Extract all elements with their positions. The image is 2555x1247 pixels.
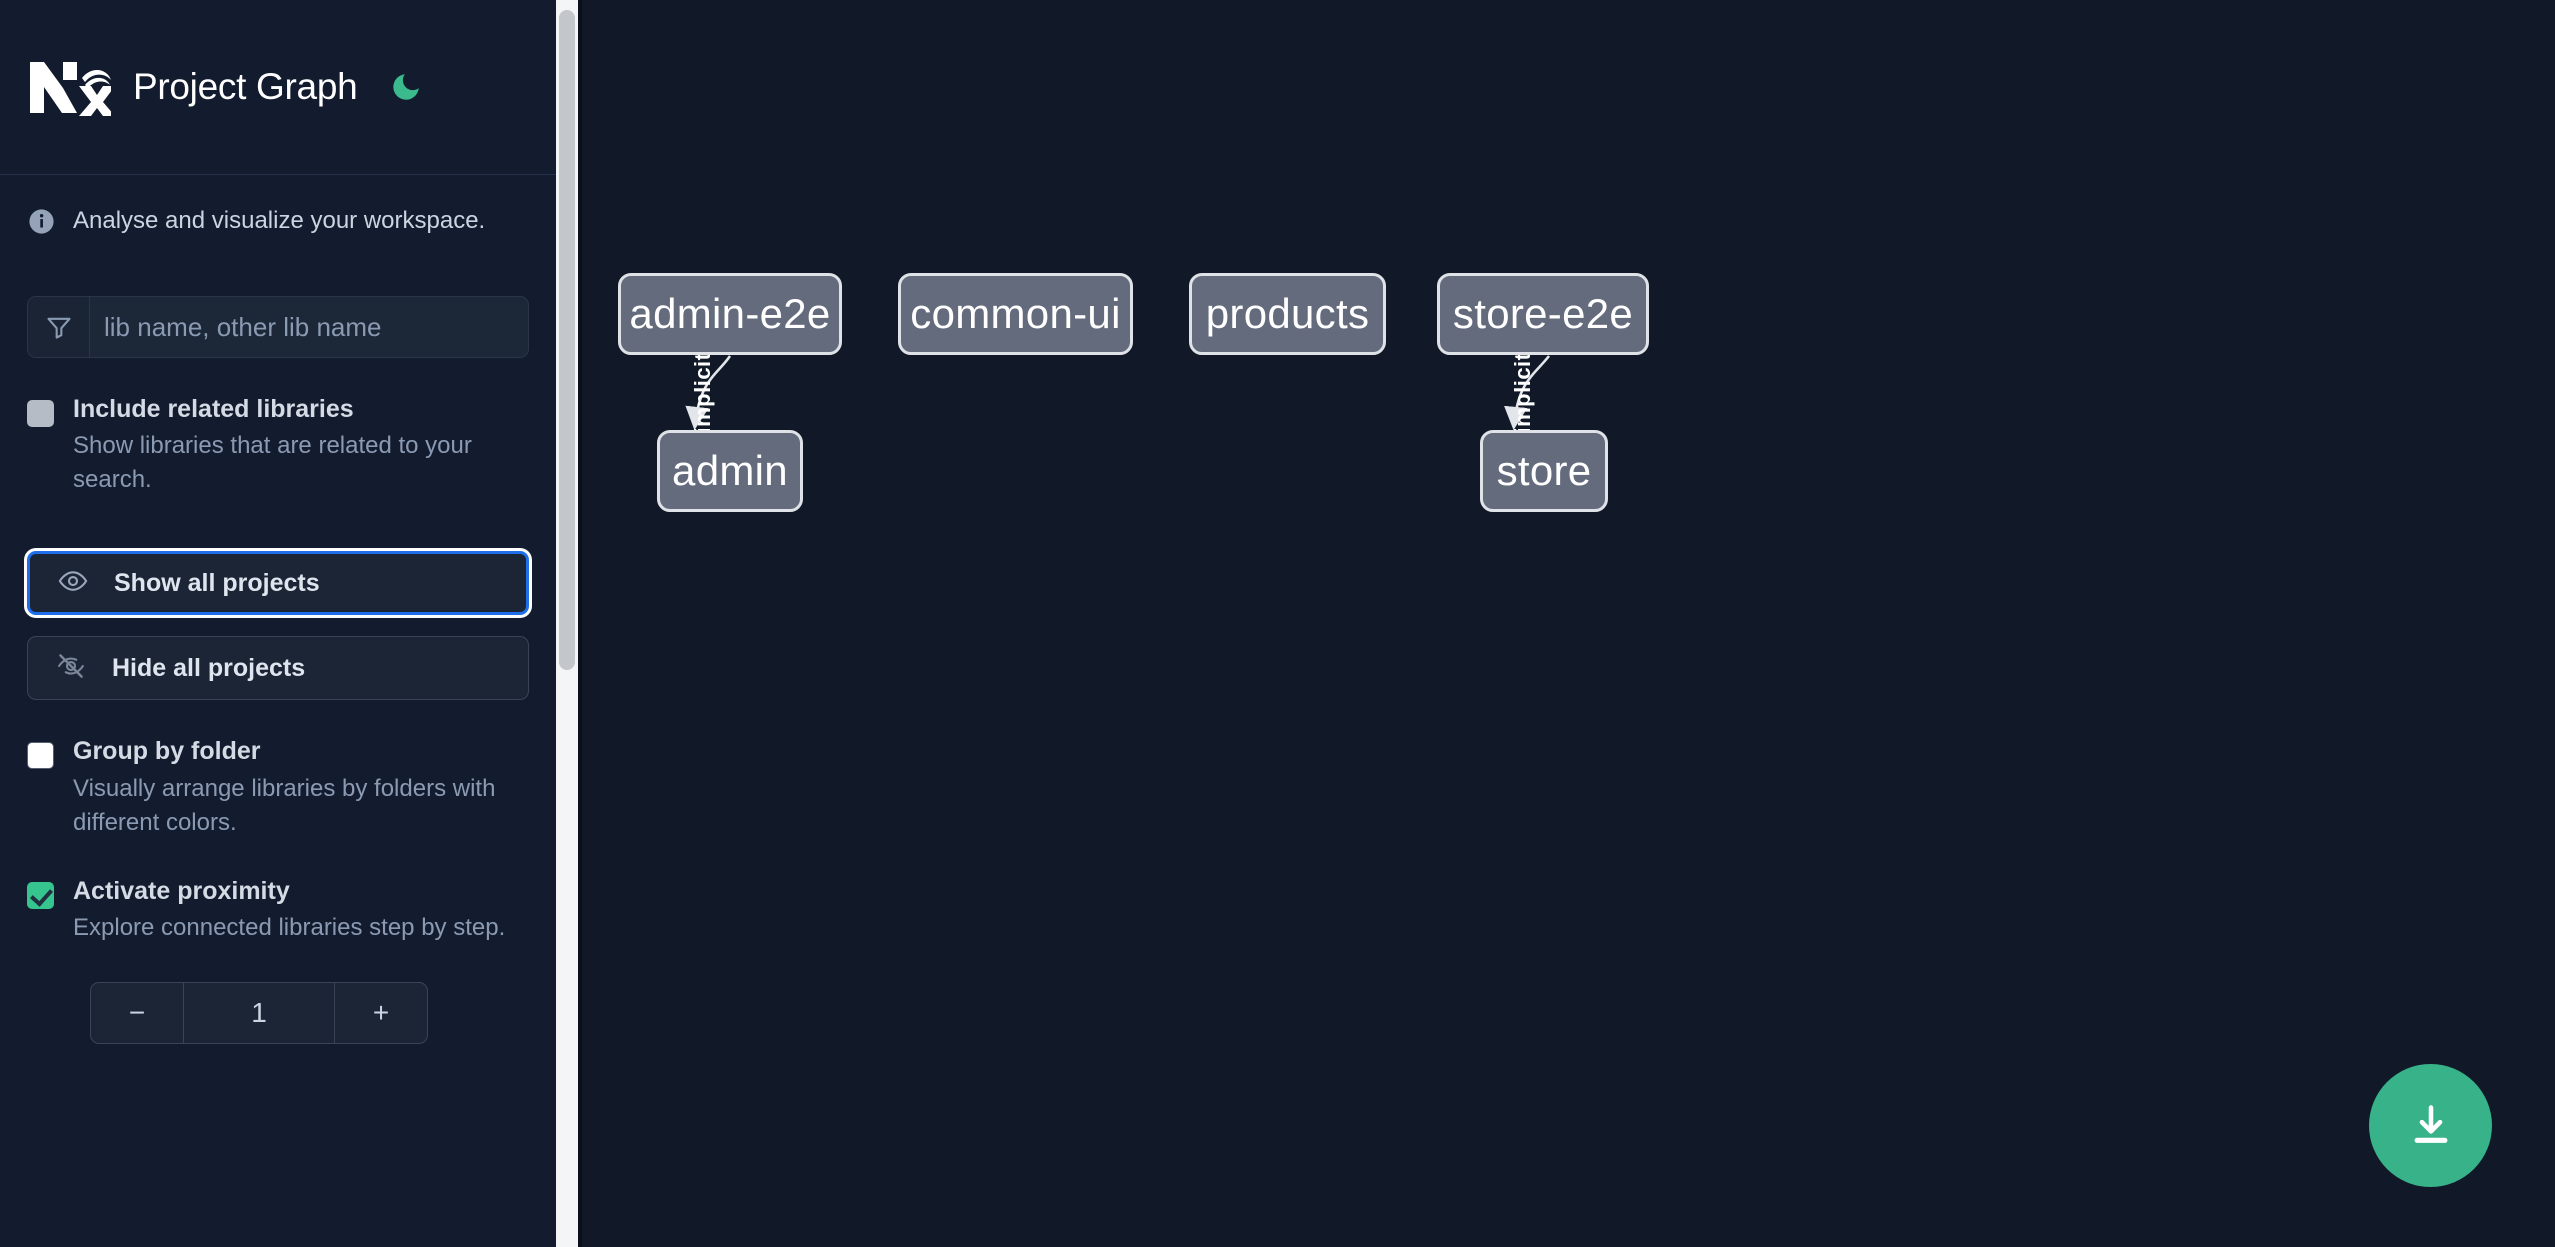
eye-off-icon bbox=[56, 651, 86, 686]
activate-proximity-desc: Explore connected libraries step by step… bbox=[73, 914, 506, 942]
graph-node-admin-e2e[interactable]: admin-e2e bbox=[618, 273, 842, 355]
activate-proximity-checkbox[interactable] bbox=[27, 881, 54, 909]
sidebar-body: Analyse and visualize your workspace. In… bbox=[0, 175, 556, 1045]
include-related-libraries-desc: Show libraries that are related to your … bbox=[73, 432, 472, 494]
include-related-libraries-checkbox[interactable] bbox=[27, 400, 54, 427]
graph-node-products[interactable]: products bbox=[1189, 273, 1386, 355]
eye-icon bbox=[58, 566, 88, 601]
activate-proximity-label: Activate proximity bbox=[73, 876, 290, 905]
graph-node-store[interactable]: store bbox=[1480, 430, 1608, 512]
edge-label-store-implicit: implicit bbox=[1510, 352, 1535, 434]
graph-node-admin[interactable]: admin bbox=[657, 430, 803, 512]
workspace-info: Analyse and visualize your workspace. bbox=[27, 175, 529, 267]
graph-canvas[interactable]: implicit implicit admin-e2e common-ui pr… bbox=[582, 0, 2555, 1247]
option-include-related-libraries[interactable]: Include related libraries Show libraries… bbox=[27, 394, 529, 497]
group-by-folder-desc: Visually arrange libraries by folders wi… bbox=[73, 774, 496, 836]
group-by-folder-label: Group by folder bbox=[73, 737, 261, 766]
download-graph-button[interactable] bbox=[2369, 1064, 2492, 1187]
sidebar-header: Project Graph bbox=[0, 0, 556, 175]
show-all-projects-label: Show all projects bbox=[114, 568, 320, 597]
graph-node-common-ui[interactable]: common-ui bbox=[898, 273, 1133, 355]
workspace-info-text: Analyse and visualize your workspace. bbox=[73, 207, 486, 234]
sidebar-divider bbox=[578, 0, 582, 1247]
option-group-by-folder[interactable]: Group by folder Visually arrange librari… bbox=[27, 736, 529, 839]
graph-node-store-e2e[interactable]: store-e2e bbox=[1437, 273, 1649, 355]
group-by-folder-checkbox[interactable] bbox=[27, 742, 54, 770]
proximity-stepper[interactable]: − 1 + bbox=[90, 982, 428, 1045]
filter-icon bbox=[28, 297, 90, 357]
search-box[interactable] bbox=[27, 296, 529, 358]
sidebar: Project Graph Analyse and visualize your… bbox=[0, 0, 556, 1247]
search-input[interactable] bbox=[90, 297, 528, 357]
page-title: Project Graph bbox=[133, 66, 358, 107]
sidebar-scrollbar-thumb[interactable] bbox=[559, 10, 575, 670]
show-all-projects-button[interactable]: Show all projects bbox=[27, 551, 529, 616]
sidebar-scrollbar[interactable] bbox=[556, 0, 578, 1247]
download-icon bbox=[2414, 1104, 2447, 1143]
option-activate-proximity[interactable]: Activate proximity Explore connected lib… bbox=[27, 876, 529, 945]
hide-all-projects-label: Hide all projects bbox=[112, 653, 306, 682]
proximity-decrement-button[interactable]: − bbox=[91, 983, 184, 1044]
info-icon bbox=[27, 207, 56, 236]
moon-icon[interactable] bbox=[385, 66, 427, 108]
include-related-libraries-label: Include related libraries bbox=[73, 395, 354, 423]
graph-edges bbox=[685, 355, 1551, 431]
hide-all-projects-button[interactable]: Hide all projects bbox=[27, 636, 529, 701]
proximity-increment-button[interactable]: + bbox=[334, 983, 427, 1044]
nx-logo-icon bbox=[27, 58, 115, 116]
proximity-value: 1 bbox=[251, 997, 267, 1029]
edge-label-admin-implicit: implicit bbox=[690, 352, 715, 434]
